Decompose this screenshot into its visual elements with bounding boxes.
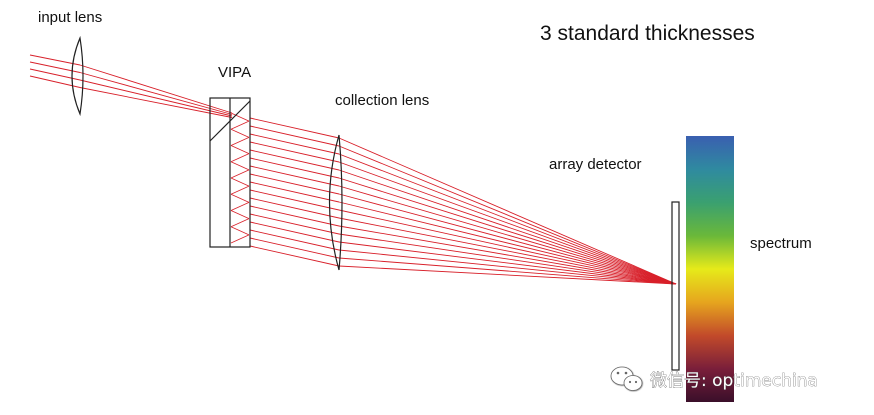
output-ray: [249, 165, 340, 187]
input-lens: [71, 35, 84, 117]
internal-reflection-ray: [230, 137, 250, 146]
output-ray: [338, 193, 677, 285]
input-ray: [79, 72, 233, 115]
input-ray: [79, 79, 233, 117]
internal-reflection-ray: [230, 128, 250, 138]
internal-reflection-ray: [230, 185, 250, 195]
watermark-text: 微信号: optimechina: [650, 371, 818, 391]
output-ray: [338, 161, 677, 285]
vipa-label: VIPA: [218, 64, 251, 81]
output-ray: [338, 185, 677, 285]
input-beam-rays: [29, 54, 233, 118]
output-ray: [338, 145, 677, 285]
output-ray: [249, 181, 340, 203]
output-ray: [338, 201, 677, 285]
array-detector: [671, 201, 680, 371]
input-ray: [29, 75, 81, 88]
output-ray: [249, 149, 340, 171]
output-ray: [249, 117, 340, 139]
internal-reflection-ray: [230, 210, 250, 219]
array-detector-label: array detector: [549, 156, 642, 173]
output-ray: [338, 153, 677, 285]
output-ray: [249, 229, 340, 251]
internal-reflection-ray: [230, 218, 250, 228]
output-ray: [338, 257, 677, 285]
input-ray: [29, 54, 81, 66]
output-ray: [249, 245, 340, 267]
output-ray: [338, 177, 677, 285]
output-ray: [249, 141, 340, 163]
internal-reflection-ray: [230, 153, 250, 163]
watermark: 微信号: optimechina: [610, 366, 818, 391]
output-ray: [249, 205, 340, 227]
title-label: 3 standard thicknesses: [540, 22, 755, 45]
internal-reflection-ray: [230, 112, 250, 122]
output-ray: [338, 217, 677, 285]
output-ray: [338, 169, 677, 285]
output-ray: [338, 225, 677, 285]
output-ray: [249, 221, 340, 243]
output-ray: [249, 237, 340, 259]
output-ray: [338, 241, 677, 285]
vipa-etalon: [209, 97, 251, 248]
internal-reflection-ray: [230, 234, 250, 244]
collection-lens-label: collection lens: [335, 92, 429, 109]
output-ray: [338, 137, 677, 285]
internal-reflection-ray: [230, 202, 250, 211]
spectrum-label: spectrum: [750, 235, 812, 252]
output-ray: [338, 249, 677, 285]
input-lens-label: input lens: [38, 9, 102, 26]
output-ray: [249, 125, 340, 147]
vipa-internal-reflections: [230, 112, 250, 244]
output-ray: [249, 133, 340, 155]
output-ray: [249, 173, 340, 195]
output-ray: [249, 189, 340, 211]
output-ray: [249, 197, 340, 219]
output-fan-rays: [249, 117, 677, 285]
output-ray: [249, 157, 340, 179]
spectrum-bar: [686, 136, 734, 402]
internal-reflection-ray: [230, 120, 250, 130]
internal-reflection-ray: [230, 169, 250, 179]
internal-reflection-ray: [230, 177, 250, 187]
internal-reflection-ray: [230, 226, 250, 236]
internal-reflection-ray: [230, 145, 250, 154]
output-ray: [338, 209, 677, 285]
output-ray: [338, 265, 677, 285]
input-ray: [79, 87, 233, 118]
output-ray: [249, 213, 340, 235]
input-ray: [79, 64, 233, 114]
collection-lens: [328, 134, 343, 271]
wechat-icon: [610, 366, 643, 391]
internal-reflection-ray: [230, 161, 250, 171]
internal-reflection-ray: [230, 193, 250, 203]
output-ray: [338, 233, 677, 285]
